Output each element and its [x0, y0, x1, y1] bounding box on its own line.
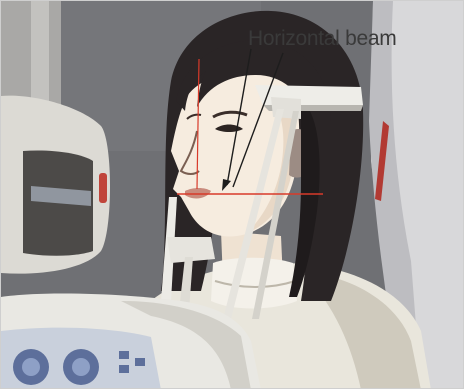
control-button-1 — [119, 351, 129, 359]
control-dial-1-inner — [22, 358, 40, 376]
xray-head-red-light — [99, 173, 107, 203]
control-dial-2-inner — [72, 358, 90, 376]
control-button-3 — [135, 358, 145, 366]
head-band — [255, 85, 363, 105]
control-button-2 — [119, 365, 129, 373]
annotation-label: Horizontal beam — [248, 27, 396, 51]
